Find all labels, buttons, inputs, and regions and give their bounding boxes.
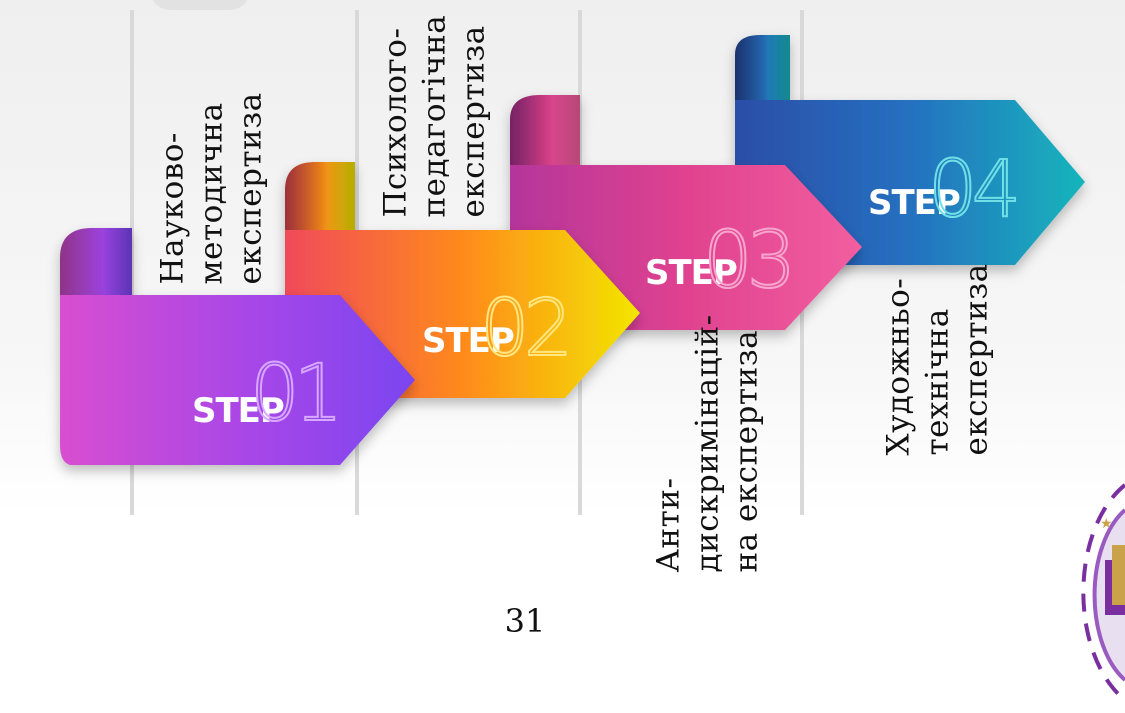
- step-number: 01: [250, 349, 337, 439]
- background-white-area: [0, 515, 1125, 713]
- step-02-label: Психолого- педагогічна експертиза: [377, 14, 492, 218]
- step-word: STEP: [422, 321, 514, 361]
- step-01-label: Науково- методична експертиза: [154, 92, 269, 285]
- star-icon: ★: [1100, 516, 1113, 532]
- step-word: STEP: [868, 183, 960, 223]
- step-01-ribbon: STEP 01: [60, 228, 415, 465]
- step-number: 03: [703, 216, 790, 306]
- step-word: STEP: [192, 391, 284, 431]
- step-03-label: Анти- дискримінацій- на експертиза: [650, 314, 765, 573]
- logo-emblem: ★: [1081, 483, 1125, 702]
- step-word: STEP: [645, 253, 737, 293]
- step-number: 02: [480, 284, 567, 374]
- top-shadow-blob: [152, 0, 248, 10]
- step-number: 04: [928, 145, 1016, 235]
- step-04-label: Художньо- технічна експертиза: [880, 263, 995, 456]
- page-number: 31: [504, 602, 546, 640]
